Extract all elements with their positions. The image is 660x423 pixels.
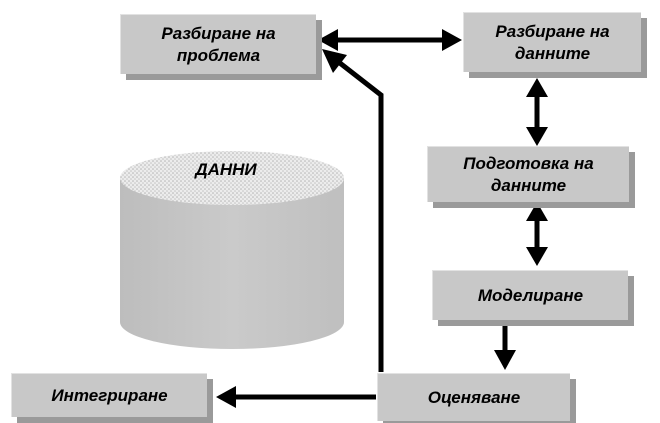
box-label: Разбиране на проблема <box>161 23 276 65</box>
cylinder-body <box>120 178 344 349</box>
arrowhead-down <box>526 127 548 146</box>
arrow-evaluation-to-problem <box>334 58 384 372</box>
arrowhead-up <box>526 202 548 221</box>
box-label: Моделиране <box>477 285 584 305</box>
arrowhead-right <box>442 29 462 51</box>
database-label: ДАННИ <box>195 160 257 179</box>
arrowhead-problem <box>322 49 347 73</box>
arrowhead-up <box>526 78 548 97</box>
cylinder-top <box>120 151 344 205</box>
box-problem-understanding: Разбиране на проблема <box>120 14 316 74</box>
arrowhead-down <box>526 247 548 266</box>
box-modeling: Моделиране <box>432 270 628 320</box>
arrowhead-down <box>494 350 516 370</box>
box-label: Оценяване <box>427 387 521 407</box>
box-label: Интегриране <box>51 385 168 405</box>
database-cylinder <box>120 151 344 349</box>
arrowhead-left <box>216 386 236 408</box>
box-label: Подготовка на данните <box>463 153 594 195</box>
box-data-understanding: Разбиране на данните <box>463 12 641 72</box>
box-evaluation: Оценяване <box>377 373 570 421</box>
box-label: Разбиране на данните <box>495 21 610 63</box>
box-deployment: Интегриране <box>11 373 207 417</box>
box-data-preparation: Подготовка на данните <box>427 146 629 202</box>
arrowhead-left <box>318 29 338 51</box>
